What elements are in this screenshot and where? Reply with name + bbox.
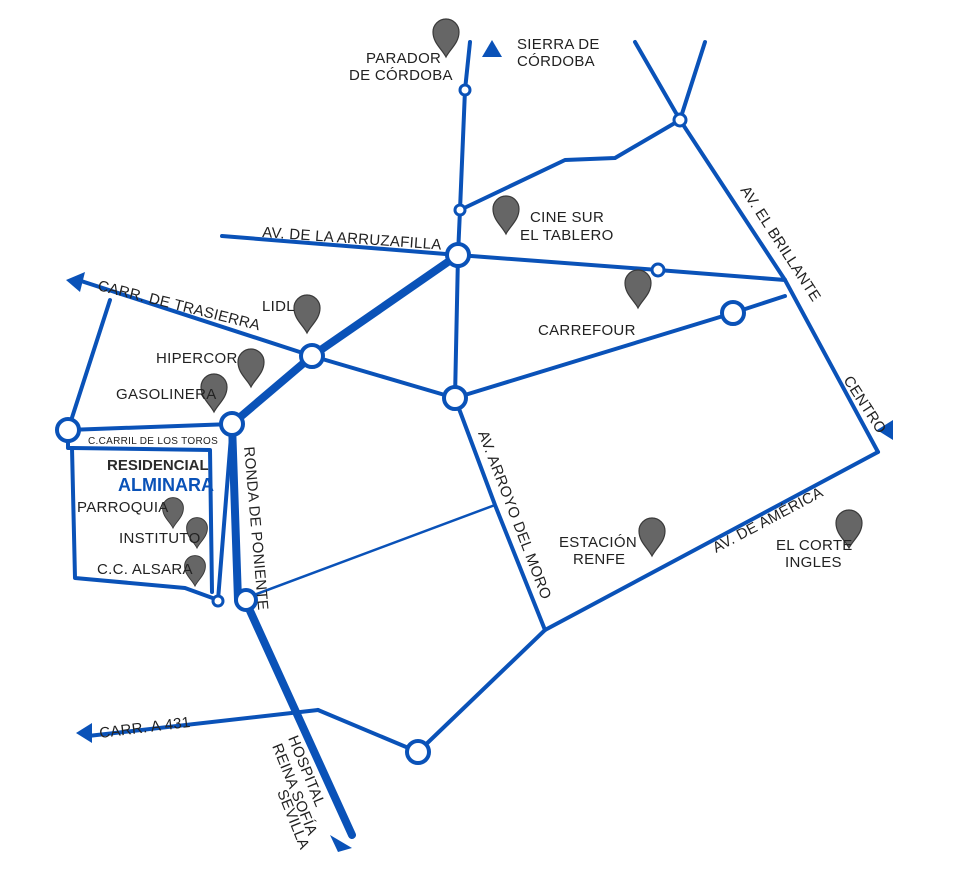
label-arruzafilla: AV. DE LA ARRUZAFILLA <box>262 224 442 253</box>
node-arroyo-north <box>442 385 468 411</box>
poi-labels: PARADOR DE CÓRDOBA CINE SUR EL TABLERO L… <box>77 50 853 578</box>
direction-arrows <box>66 40 893 852</box>
node-brillante-north <box>672 112 688 128</box>
node-arruzafilla-east <box>650 262 666 278</box>
road-north-sierra <box>456 40 472 257</box>
node-cine <box>453 203 467 217</box>
residencial-name: ALMINARA <box>118 475 214 495</box>
hipercor-pin-icon <box>237 348 265 388</box>
arrow-hospital <box>330 835 352 852</box>
node-ronda-north <box>219 411 245 437</box>
label-ronda-poniente: RONDA DE PONIENTE <box>240 446 271 611</box>
carrefour-pin-icon <box>624 269 652 309</box>
arrow-carr-431 <box>76 723 92 743</box>
road-north-east <box>458 118 682 212</box>
road-carril-toros <box>66 422 234 432</box>
label-cine-line1: CINE SUR <box>530 209 604 226</box>
label-carr-431: CARR. A 431 <box>98 714 191 742</box>
road-left-loop <box>66 298 112 432</box>
label-renfe-line2: RENFE <box>573 551 625 568</box>
node-parador <box>458 83 472 97</box>
residencial-block: RESIDENCIAL ALMINARA <box>107 457 214 495</box>
node-ronda-south <box>234 588 258 612</box>
node-alsara <box>211 594 225 608</box>
label-hipercor: HIPERCOR <box>156 350 238 367</box>
label-sierra-line1: SIERRA DE <box>517 36 600 53</box>
road-america <box>543 450 880 632</box>
node-lower-loop <box>405 739 431 765</box>
node-trasierra <box>299 343 325 369</box>
label-carril-toros: C.CARRIL DE LOS TOROS <box>88 436 218 447</box>
road-brillante <box>633 40 880 454</box>
label-cine-line2: EL TABLERO <box>520 227 614 244</box>
road-arroyo-moro <box>453 396 547 632</box>
node-carrefour <box>720 300 746 326</box>
road-arruzafilla <box>220 234 787 282</box>
arrow-sierra <box>482 40 502 57</box>
label-corte-line2: INGLES <box>785 554 842 571</box>
label-carrefour: CARREFOUR <box>538 322 636 339</box>
residencial-title: RESIDENCIAL <box>107 457 209 474</box>
label-brillante: AV. EL BRILLANTE <box>737 183 824 305</box>
roundabouts <box>55 83 746 765</box>
lidl-pin-icon <box>293 294 321 334</box>
label-instituto: INSTITUTO <box>119 530 201 547</box>
arrow-trasierra <box>66 272 85 292</box>
cine-pin-icon <box>492 195 520 235</box>
road-central-vertical <box>453 253 460 400</box>
label-parador-line1: PARADOR <box>366 50 441 67</box>
label-alsara: C.C. ALSARA <box>97 561 193 578</box>
residencial-block-top <box>70 446 214 594</box>
label-gasolinera: GASOLINERA <box>116 386 217 403</box>
road-thin-connector <box>244 503 497 600</box>
node-left-loop <box>55 417 81 443</box>
label-parador-line2: DE CÓRDOBA <box>349 67 453 84</box>
road-lower-loop <box>316 628 547 754</box>
label-sierra-line2: CÓRDOBA <box>517 53 595 70</box>
road-carr-431 <box>86 708 320 738</box>
label-corte-line1: EL CORTE <box>776 537 853 554</box>
renfe-pin-icon <box>638 517 666 557</box>
label-lidl: LIDL <box>262 298 295 315</box>
label-parroquia: PARROQUIA <box>77 499 169 516</box>
label-renfe-line1: ESTACIÓN <box>559 534 637 551</box>
label-trasierra: CARR. DE TRASIERRA <box>96 277 262 334</box>
road-brillante-north <box>678 40 707 122</box>
arrow-centro <box>877 420 893 440</box>
label-arroyo-moro: AV. ARROYO DEL MORO <box>474 428 554 602</box>
node-arruzafilla-main <box>445 242 471 268</box>
